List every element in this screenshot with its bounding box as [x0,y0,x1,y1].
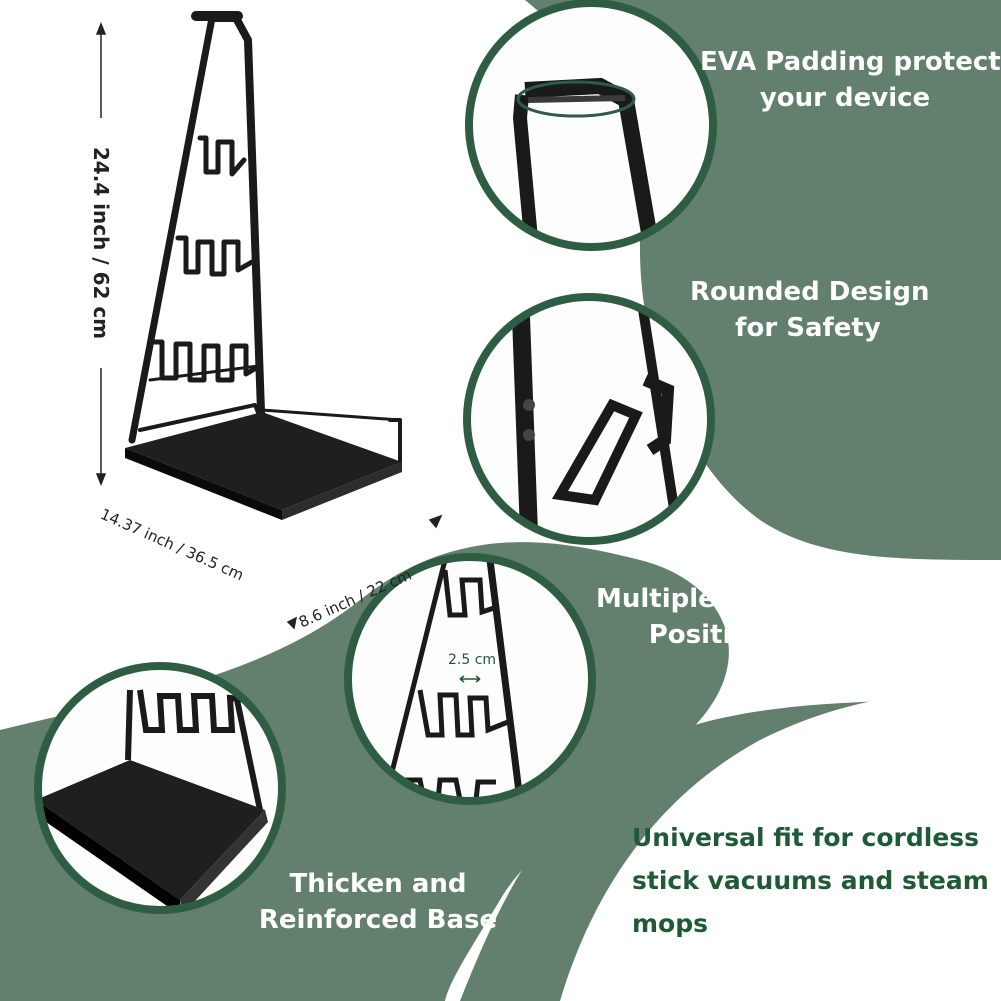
eva-caption-line1: EVA Padding protect [700,47,1001,77]
storage-caption-line2: Positions [648,620,784,650]
base-caption-line1: Thicken and [289,869,467,899]
gap-arrow [459,675,481,683]
white-region-bottom-right [560,690,1001,1001]
base-caption: Thicken and Reinforced Base [258,866,498,938]
storage-caption-line1: Multiple Storage [596,584,841,614]
rounded-caption-line2: for Safety [735,313,881,343]
stand-illustration [128,11,402,464]
stand-base-top [125,412,402,510]
stand-base-edge [125,448,282,520]
eva-caption: EVA Padding protect your device [700,44,1001,116]
storage-caption: Multiple Storage Positions [596,581,841,653]
tagline-line2: stick vacuums and steam [632,866,989,895]
height-dimension: 24.4 inch / 62 cm [89,146,113,340]
tagline-line1: Universal fit for cordless [632,823,980,852]
circle-base-content [38,689,268,910]
tagline-line3: mops [632,909,709,938]
gap-dimension: 2.5 cm [448,652,497,668]
tagline: Universal fit for cordless stick vacuums… [632,816,992,945]
rounded-caption: Rounded Design for Safety [690,274,930,346]
circle-storage-content [382,559,524,801]
base-caption-line2: Reinforced Base [258,905,498,935]
stand-base-side [282,462,402,520]
dimension-lines [95,21,443,630]
circle-eva-content [512,77,660,247]
rounded-caption-line1: Rounded Design [690,277,930,307]
eva-caption-line2: your device [759,83,931,113]
